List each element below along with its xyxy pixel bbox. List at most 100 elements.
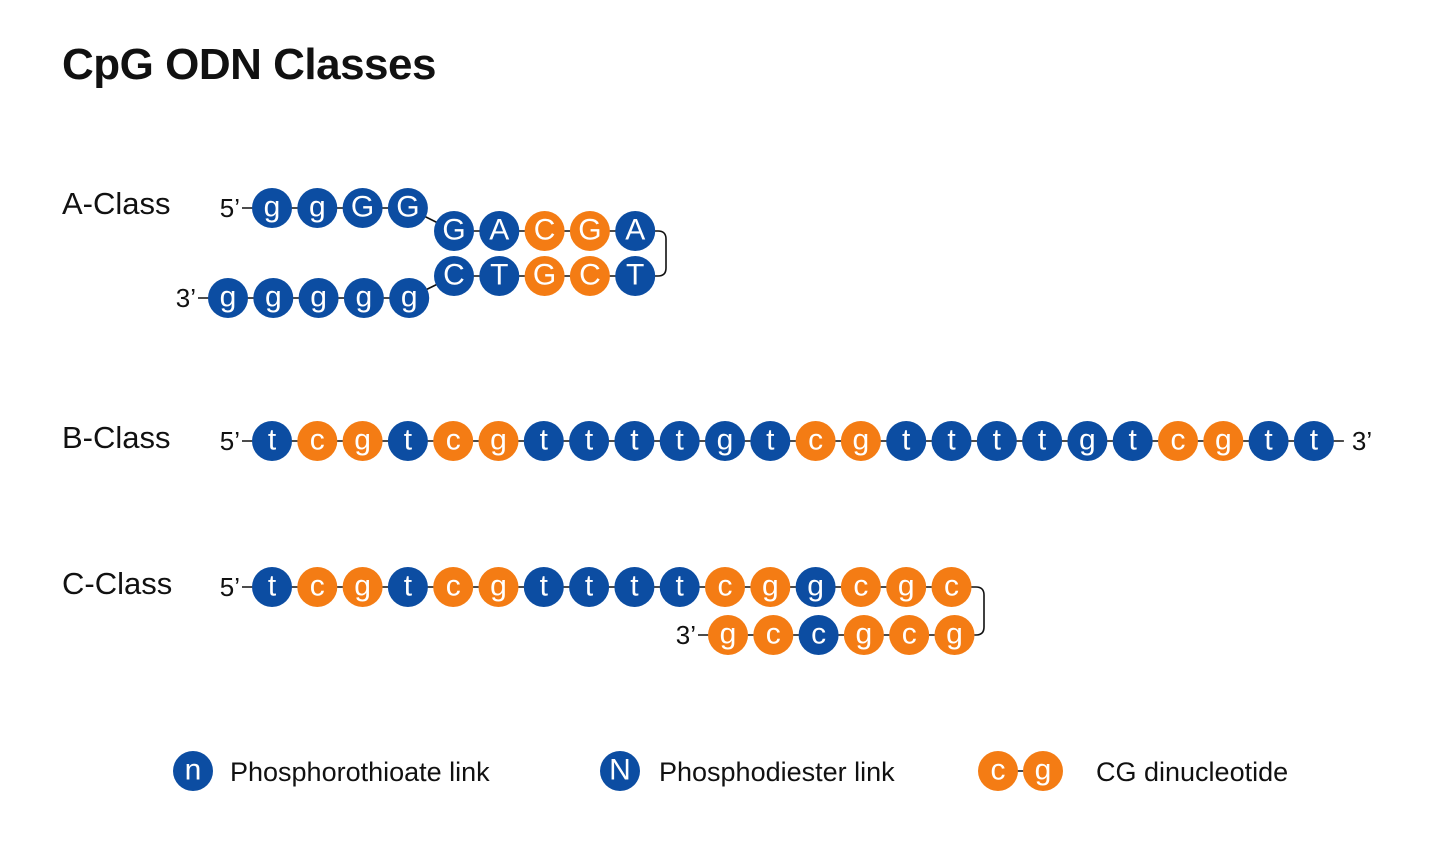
b-class-nucleotide [1248, 421, 1289, 461]
c-class-nucleotide [931, 567, 972, 607]
c-class-nucleotide [614, 567, 655, 607]
c-class-nucleotide [569, 567, 610, 607]
b-class-nucleotide [1022, 421, 1063, 461]
a-class-nucleotide [524, 211, 565, 251]
c-class-nucleotide [297, 567, 338, 607]
b-class-nucleotide-letter: g [853, 424, 870, 457]
c-class-nucleotide [886, 567, 927, 607]
c-class-nucleotide [798, 615, 839, 655]
b-class-3prime-label: 3’ [1352, 426, 1372, 456]
c-class-hairpin [951, 586, 985, 636]
c-class-nucleotide-letter: c [310, 570, 325, 603]
a-class-nucleotide-letter: T [626, 259, 644, 292]
c-class-nucleotide [659, 567, 700, 607]
b-class-nucleotide-letter: t [1038, 424, 1047, 457]
c-class-nucleotide-letter: c [446, 570, 461, 603]
c-class-nucleotide-letter: c [853, 570, 868, 603]
c-class-nucleotide [843, 615, 884, 655]
a-class-nucleotide [615, 256, 656, 296]
legend-cg-c-bead [978, 751, 1018, 791]
a-class-5prime-label: 5’ [220, 193, 240, 223]
legend-phosphodiester-label: Phosphodiester link [659, 757, 895, 787]
c-class-nucleotide-letter: g [856, 618, 873, 651]
c-class-nucleotide [750, 567, 791, 607]
a-class-nucleotide-letter: G [396, 191, 419, 224]
legend-cg-g-bead [1023, 751, 1063, 791]
a-class-nucleotide [569, 211, 610, 251]
c-class-nucleotide-letter: t [540, 570, 549, 603]
b-class-nucleotide-letter: g [490, 424, 507, 457]
c-class-nucleotide [433, 567, 474, 607]
a-class-nucleotide-letter: G [351, 191, 374, 224]
a-class-nucleotide [434, 256, 474, 296]
a-class-nucleotide-letter: T [490, 259, 508, 292]
a-class-nucleotide-letter: A [625, 214, 645, 247]
c-class-nucleotide-letter: t [630, 570, 639, 603]
b-class-nucleotide-letter: t [902, 424, 911, 457]
a-class-nucleotide [524, 256, 565, 296]
c-class-nucleotide-letter: c [902, 618, 917, 651]
c-class-nucleotide-letter: g [946, 618, 963, 651]
c-class-nucleotide-letter: c [718, 570, 733, 603]
b-class-5prime-label: 5’ [220, 426, 240, 456]
a-class-label: A-Class [62, 186, 171, 221]
c-class-5prime-label: 5’ [220, 572, 240, 602]
a-class-nucleotide [479, 256, 520, 296]
b-class-nucleotide-letter: t [268, 424, 277, 457]
b-class-nucleotide-letter: t [766, 424, 775, 457]
b-class-nucleotide [795, 421, 836, 461]
c-class-nucleotide-letter: t [268, 570, 277, 603]
c-class-nucleotide [387, 567, 428, 607]
c-class-nucleotide [705, 567, 745, 607]
c-class-nucleotide [889, 615, 930, 655]
c-class-nucleotide [795, 567, 836, 607]
a-class-nucleotide [569, 256, 610, 296]
b-class-nucleotide [569, 421, 610, 461]
legend-phosphodiester-bead [600, 751, 640, 791]
b-class-nucleotide [931, 421, 972, 461]
a-class-hairpin [635, 230, 667, 277]
b-class-nucleotide [478, 421, 519, 461]
c-class-nucleotide-letter: c [766, 618, 781, 651]
c-class-3prime-label: 3’ [676, 620, 696, 650]
b-class-nucleotide-letter: g [354, 424, 371, 457]
a-class-nucleotide [252, 188, 292, 228]
legend-cg-c-bead-letter: c [991, 754, 1006, 787]
b-class-nucleotide-letter: t [947, 424, 956, 457]
c-class-nucleotide-letter: c [811, 618, 826, 651]
a-class-nucleotide [389, 278, 430, 318]
b-class-nucleotide [252, 421, 292, 461]
a-class-nucleotide [387, 188, 428, 228]
b-class-nucleotide-letter: c [310, 424, 325, 457]
c-class-nucleotide-letter: t [676, 570, 685, 603]
b-class-nucleotide [976, 421, 1017, 461]
a-class-nucleotide [342, 188, 383, 228]
b-class-nucleotide-letter: t [630, 424, 639, 457]
b-class-nucleotide [750, 421, 791, 461]
a-class-nucleotide [615, 211, 656, 251]
a-class-nucleotide-letter: G [578, 214, 601, 247]
b-class-nucleotide [297, 421, 338, 461]
a-class-nucleotide-letter: g [220, 281, 237, 314]
b-class-nucleotide [1158, 421, 1198, 461]
c-class-label: C-Class [62, 566, 173, 601]
a-class-nucleotide-letter: G [533, 259, 556, 292]
a-class-nucleotide-letter: C [443, 259, 465, 292]
b-class-nucleotide [1067, 421, 1108, 461]
c-class-nucleotide [840, 567, 881, 607]
page-title: CpG ODN Classes [62, 40, 436, 89]
legend-cg-dinucleotide-label: CG dinucleotide [1096, 757, 1289, 787]
c-class-nucleotide-letter: g [490, 570, 507, 603]
c-class-nucleotide-letter: g [762, 570, 779, 603]
a-class-nucleotide [297, 188, 338, 228]
c-class-nucleotide [753, 615, 794, 655]
b-class-nucleotide [659, 421, 700, 461]
legend-phosphorothioate-bead [173, 751, 213, 791]
a-class-nucleotide-letter: g [309, 191, 326, 224]
b-class-nucleotide [523, 421, 564, 461]
b-class-nucleotide-letter: g [717, 424, 734, 457]
c-class-nucleotide [252, 567, 292, 607]
legend-phosphodiester-bead-letter: N [609, 754, 631, 787]
b-class-nucleotide [1112, 421, 1153, 461]
